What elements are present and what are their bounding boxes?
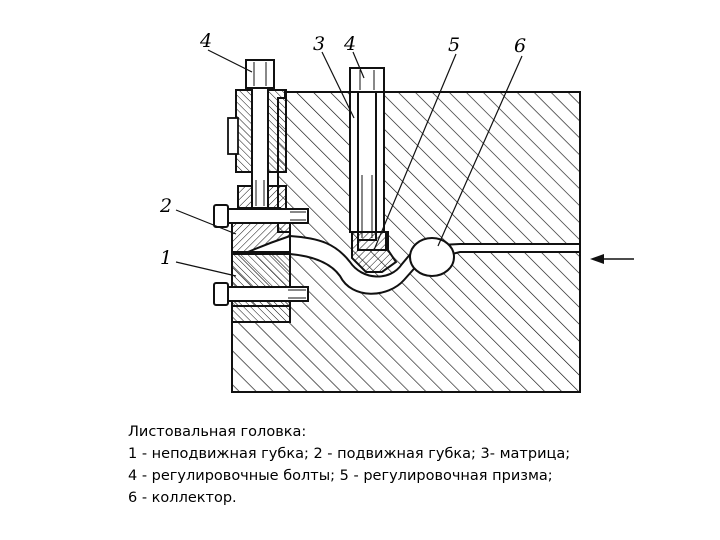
upper-clamp-bolt: [213, 204, 309, 228]
caption-line-2: 4 - регулировочные болты; 5 - регулирово…: [128, 468, 553, 484]
adjusting-prism: [351, 231, 398, 273]
caption-line-3: 6 - коллектор.: [128, 490, 237, 506]
caption-line-1: 1 - неподвижная губка; 2 - подвижная губ…: [128, 446, 571, 462]
sheet-die-head-drawing: 4 3 4 5 6 2 1: [159, 30, 634, 393]
callout-2: 2: [159, 195, 172, 217]
right-adjusting-bolt: [349, 67, 385, 241]
callout-3: 3: [313, 33, 325, 55]
leader-lines: [175, 49, 523, 277]
callout-6: 6: [514, 35, 526, 57]
callout-4-left: 4: [199, 30, 212, 52]
callout-4-right: 4: [343, 33, 356, 55]
caption-title: Листовальная головка:: [128, 424, 307, 440]
callout-1: 1: [160, 247, 172, 269]
collector: [409, 237, 455, 277]
figure-caption: Листовальная головка: 1 - неподвижная гу…: [128, 421, 688, 509]
callout-5: 5: [448, 34, 460, 56]
lower-clamp-bolt: [213, 282, 309, 306]
callout-numbers: 4 3 4 5 6 2 1: [159, 30, 526, 269]
flow-arrow: [590, 254, 634, 264]
movable-jaw: [231, 217, 291, 253]
